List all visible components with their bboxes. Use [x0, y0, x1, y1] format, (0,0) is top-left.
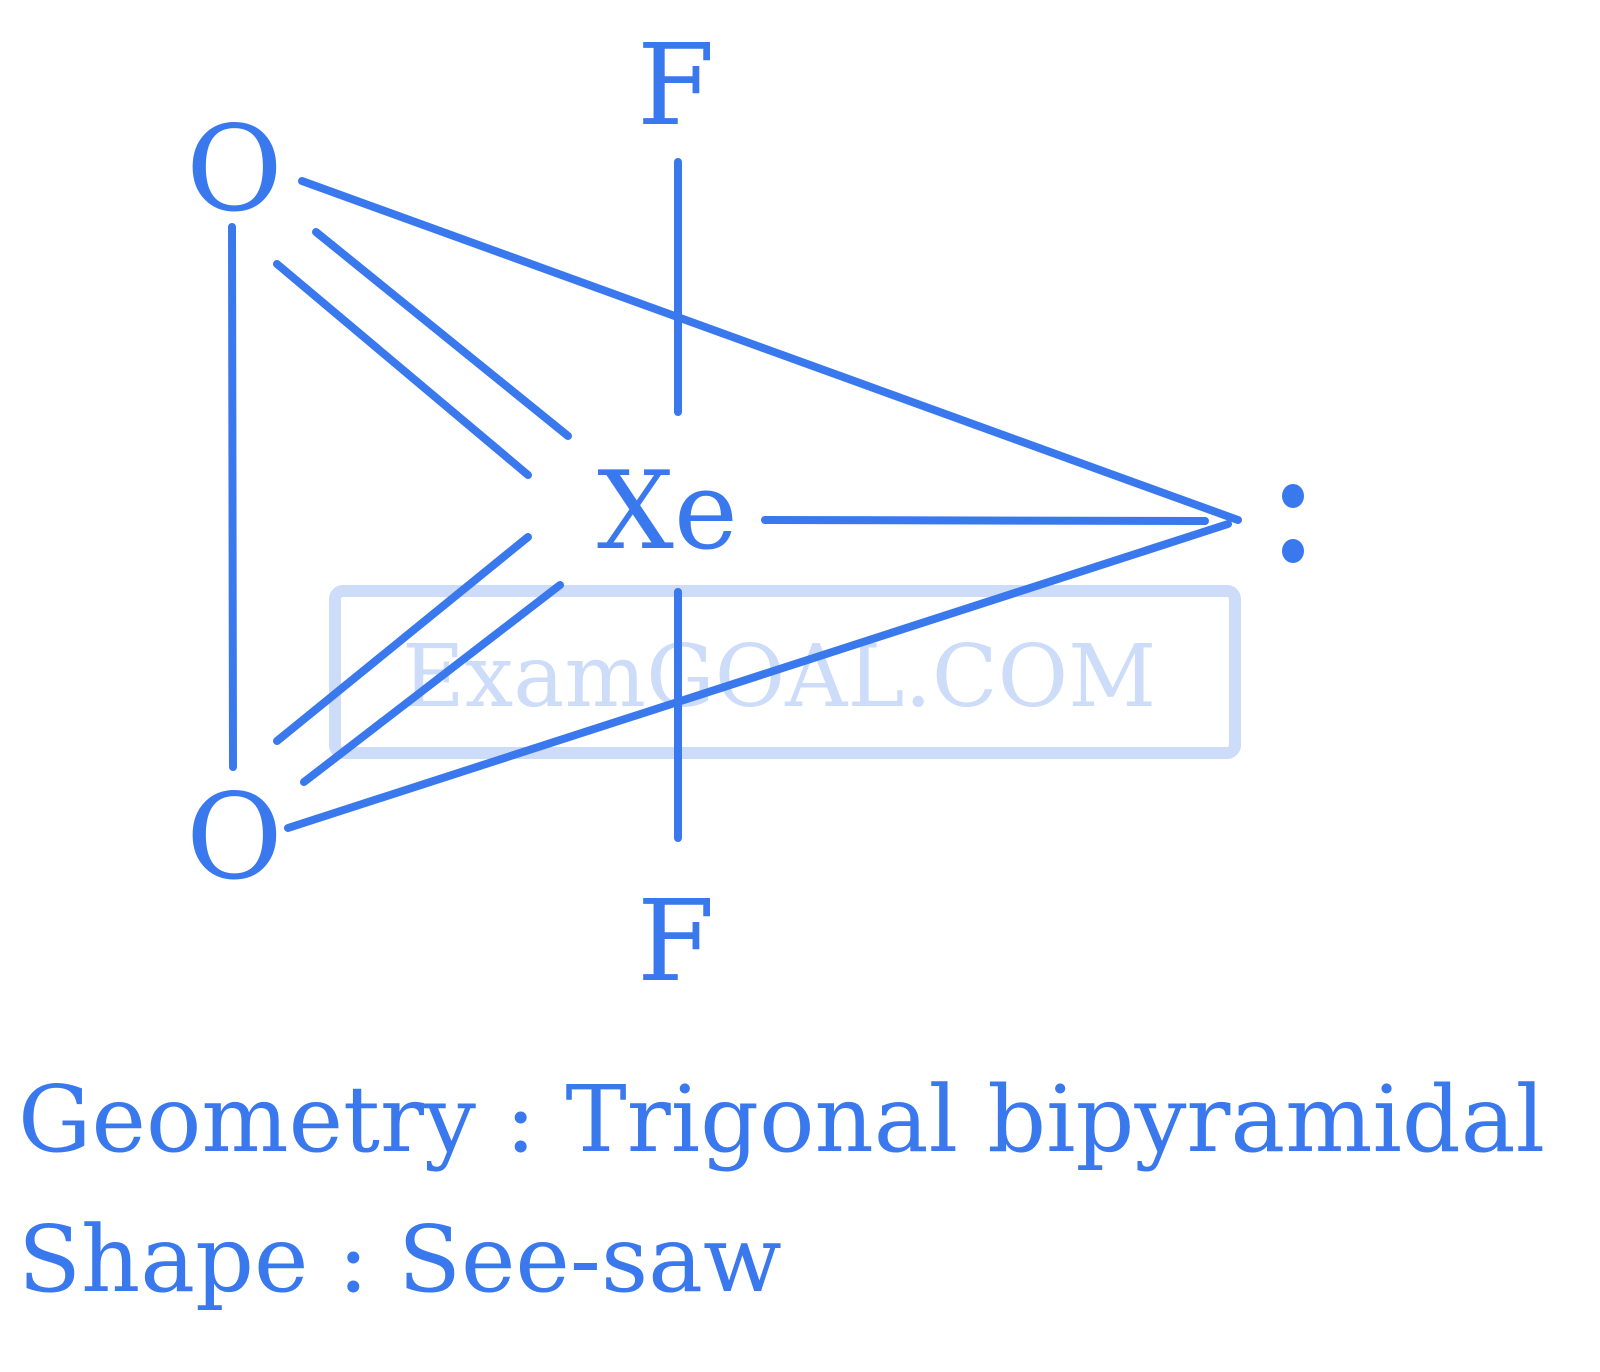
atom-fluorine-bottom: F: [637, 877, 715, 1007]
atom-fluorine-top: F: [637, 21, 715, 151]
atom-xenon-central: Xe: [597, 449, 738, 574]
edge-o-bottom-apex: [284, 520, 1232, 832]
atom-oxygen-bottom: O: [186, 768, 283, 906]
shape-caption: Shape : See-saw: [18, 1206, 782, 1313]
bond-xe-lonepair: [761, 516, 1209, 525]
bond-xe-o-top-a: [312, 228, 572, 440]
geometry-caption: Geometry : Trigonal bipyramidal: [18, 1066, 1546, 1173]
watermark-label: ExamGOAL.COM: [402, 627, 1157, 727]
bond-xe-o-top-b: [273, 260, 532, 479]
bond-xe-o-bottom-b: [300, 581, 564, 786]
bond-xe-o-bottom-a: [273, 533, 532, 745]
edge-o-top-apex: [298, 177, 1242, 524]
atom-oxygen-top: O: [186, 100, 283, 238]
edge-o-o: [228, 223, 237, 771]
